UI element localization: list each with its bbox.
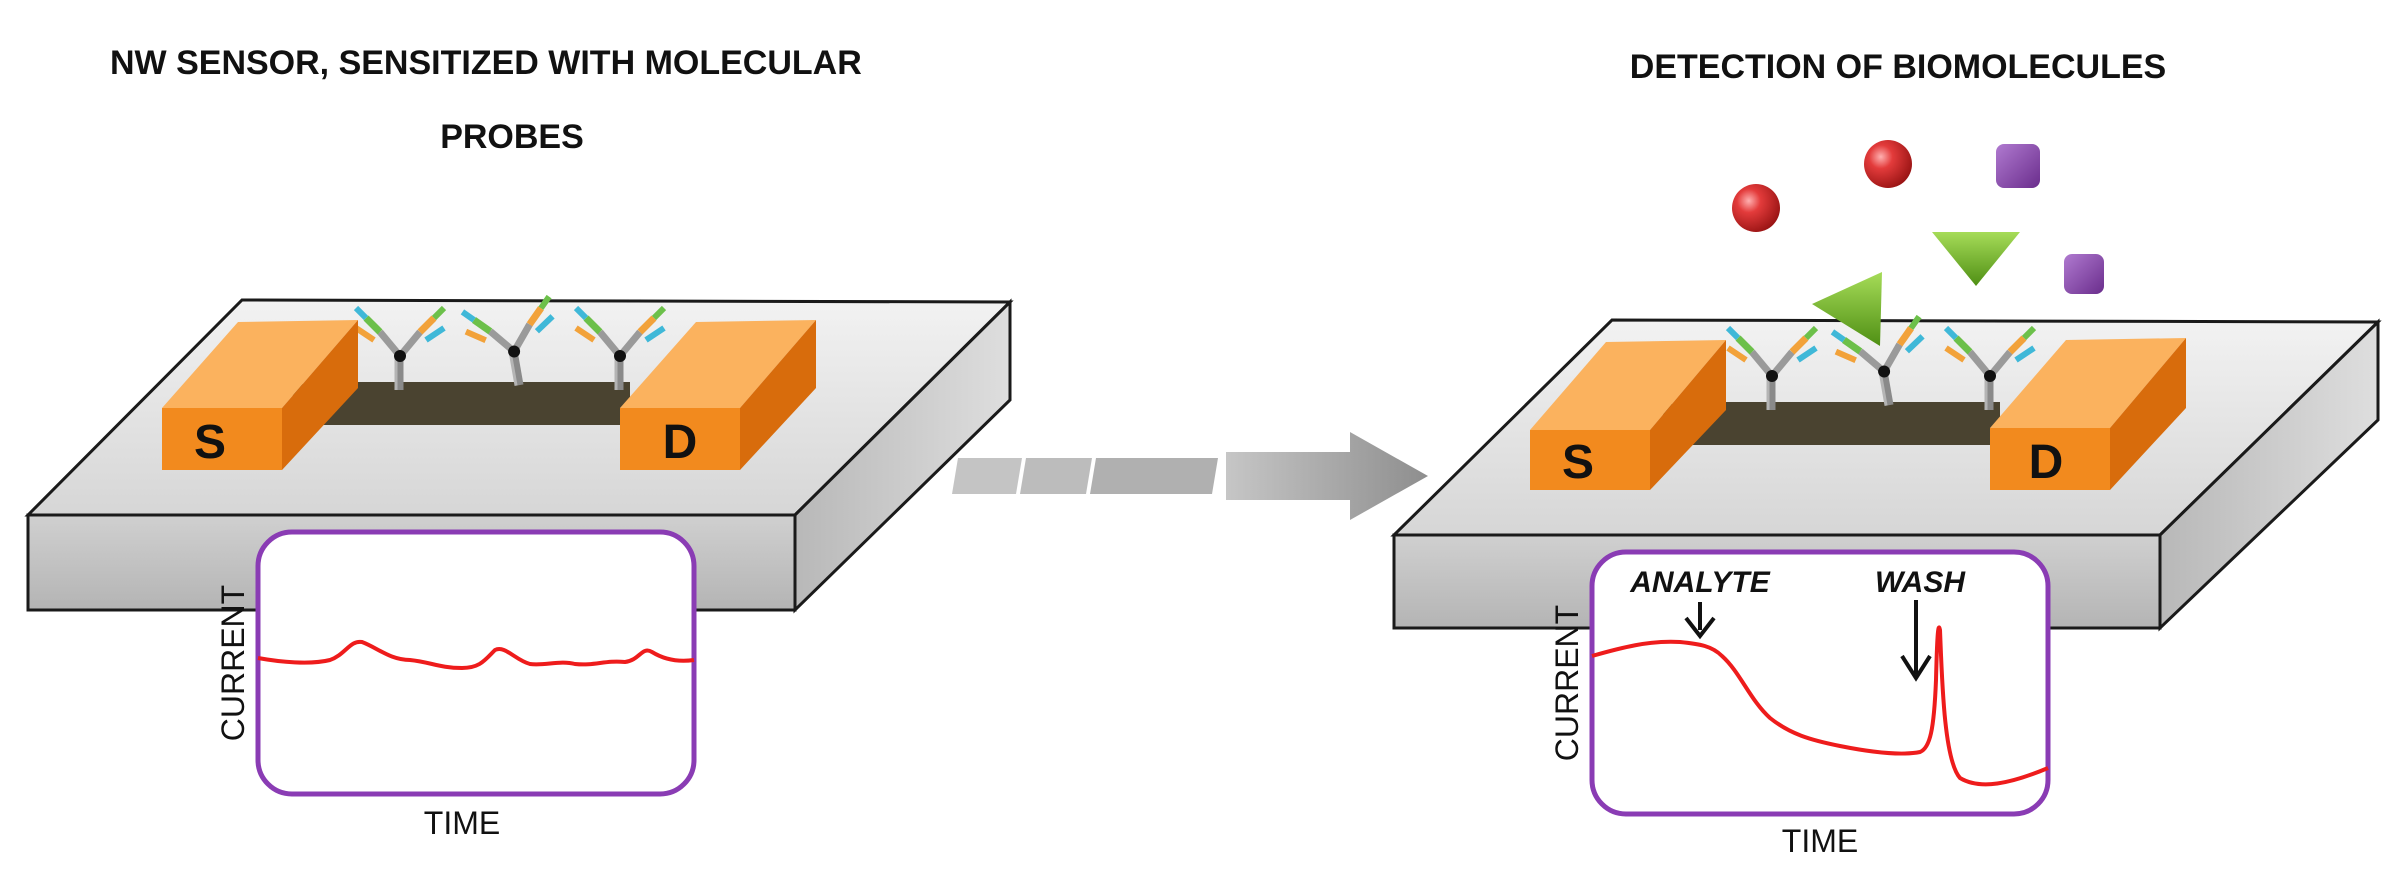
left-source-label: S	[194, 416, 226, 469]
right-current-trace	[1591, 625, 2049, 787]
analyte-annotation: ANALYTE	[1629, 566, 1770, 599]
analyte-square	[2064, 254, 2104, 294]
right-source-label: S	[1562, 436, 1594, 489]
right-title: DETECTION OF BIOMOLECULES	[1630, 48, 2166, 86]
left-title-line2: PROBES	[440, 118, 584, 156]
right-drain-electrode: D	[1990, 338, 2186, 490]
analyte-arrow	[1684, 602, 1716, 640]
analyte-square	[1996, 144, 2040, 188]
right-graph-frame	[1589, 549, 2051, 817]
left-current-trace	[257, 639, 695, 671]
analyte-sphere	[1732, 184, 1780, 232]
left-graph-frame	[255, 529, 697, 797]
wash-annotation: WASH	[1875, 566, 1966, 599]
wash-arrow	[1900, 600, 1932, 682]
analyte-sphere	[1864, 140, 1912, 188]
analyte-triangle	[1932, 232, 2020, 286]
left-graph-x-label: TIME	[424, 805, 500, 841]
right-graph-x-label: TIME	[1782, 823, 1858, 859]
analyte-molecules	[1732, 140, 2104, 346]
process-arrow	[952, 432, 1428, 520]
analyte-triangle-bound	[1812, 272, 1882, 346]
left-graph-y-label: CURRENT	[215, 585, 251, 741]
right-graph-y-label: CURRENT	[1549, 605, 1585, 761]
left-drain-label: D	[663, 416, 698, 469]
right-graph: CURRENT TIME ANALYTE WASH	[1549, 549, 2051, 859]
left-source-electrode: S	[162, 320, 358, 470]
right-drain-label: D	[2029, 436, 2064, 489]
left-graph: CURRENT TIME	[215, 529, 697, 841]
right-source-electrode: S	[1530, 340, 1726, 490]
left-drain-electrode: D	[620, 320, 816, 470]
left-title-line1: NW SENSOR, SENSITIZED WITH MOLECULAR	[110, 44, 862, 82]
